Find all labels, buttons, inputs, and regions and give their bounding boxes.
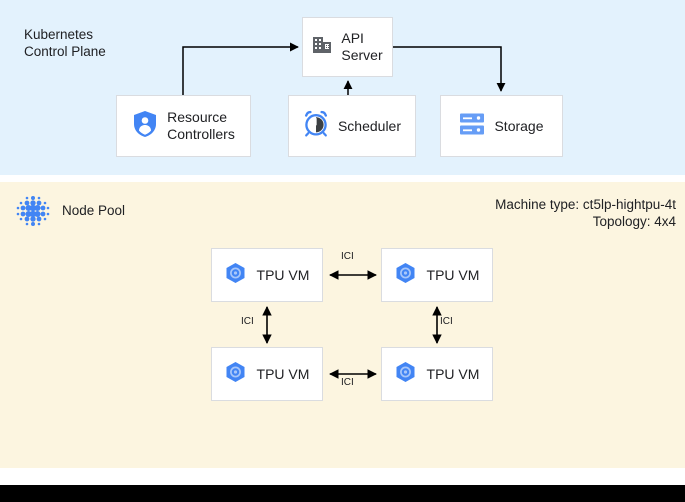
tpu-vm-label: TPU VM bbox=[256, 266, 310, 283]
resource-controllers-label: Resource Controllers bbox=[167, 109, 235, 142]
storage-label: Storage bbox=[494, 117, 544, 134]
ici-label-bottom: ICI bbox=[341, 377, 354, 388]
tpu-vm-label: TPU VM bbox=[426, 266, 480, 283]
node-pool-label: Node Pool bbox=[62, 203, 126, 218]
node-pool-meta: Machine type: ct5lp-hightpu-4t Topology:… bbox=[495, 196, 676, 230]
topology-text: Topology: 4x4 bbox=[592, 214, 676, 229]
server-storage-icon bbox=[459, 112, 485, 141]
api-server-label: API Server bbox=[341, 30, 383, 63]
tpu-vm-label: TPU VM bbox=[426, 365, 480, 382]
alarm-clock-icon bbox=[303, 110, 329, 142]
node-pool-panel bbox=[0, 182, 685, 468]
api-server-box[interactable]: API Server bbox=[302, 17, 393, 77]
tpu-chip-icon bbox=[395, 361, 416, 388]
building-icon bbox=[312, 35, 332, 60]
tpu-chip-icon bbox=[225, 361, 246, 388]
dot-grid-icon bbox=[14, 194, 52, 235]
tpu-vm-box[interactable]: TPU VM bbox=[381, 248, 493, 302]
tpu-chip-icon bbox=[395, 262, 416, 289]
storage-box[interactable]: Storage bbox=[440, 95, 563, 157]
tpu-vm-box[interactable]: TPU VM bbox=[381, 347, 493, 401]
resource-controllers-box[interactable]: Resource Controllers bbox=[116, 95, 251, 157]
tpu-chip-icon bbox=[225, 262, 246, 289]
tpu-vm-box[interactable]: TPU VM bbox=[211, 347, 323, 401]
control-plane-label: Kubernetes Control Plane bbox=[24, 27, 106, 59]
bottom-bar bbox=[0, 485, 685, 502]
tpu-vm-label: TPU VM bbox=[256, 365, 310, 382]
shield-person-icon bbox=[132, 110, 158, 143]
ici-label-right: ICI bbox=[440, 316, 453, 327]
machine-type-text: Machine type: ct5lp-hightpu-4t bbox=[495, 197, 676, 212]
ici-label-left: ICI bbox=[241, 316, 254, 327]
ici-label-top: ICI bbox=[341, 251, 354, 262]
scheduler-box[interactable]: Scheduler bbox=[288, 95, 416, 157]
scheduler-label: Scheduler bbox=[337, 117, 402, 134]
tpu-vm-box[interactable]: TPU VM bbox=[211, 248, 323, 302]
